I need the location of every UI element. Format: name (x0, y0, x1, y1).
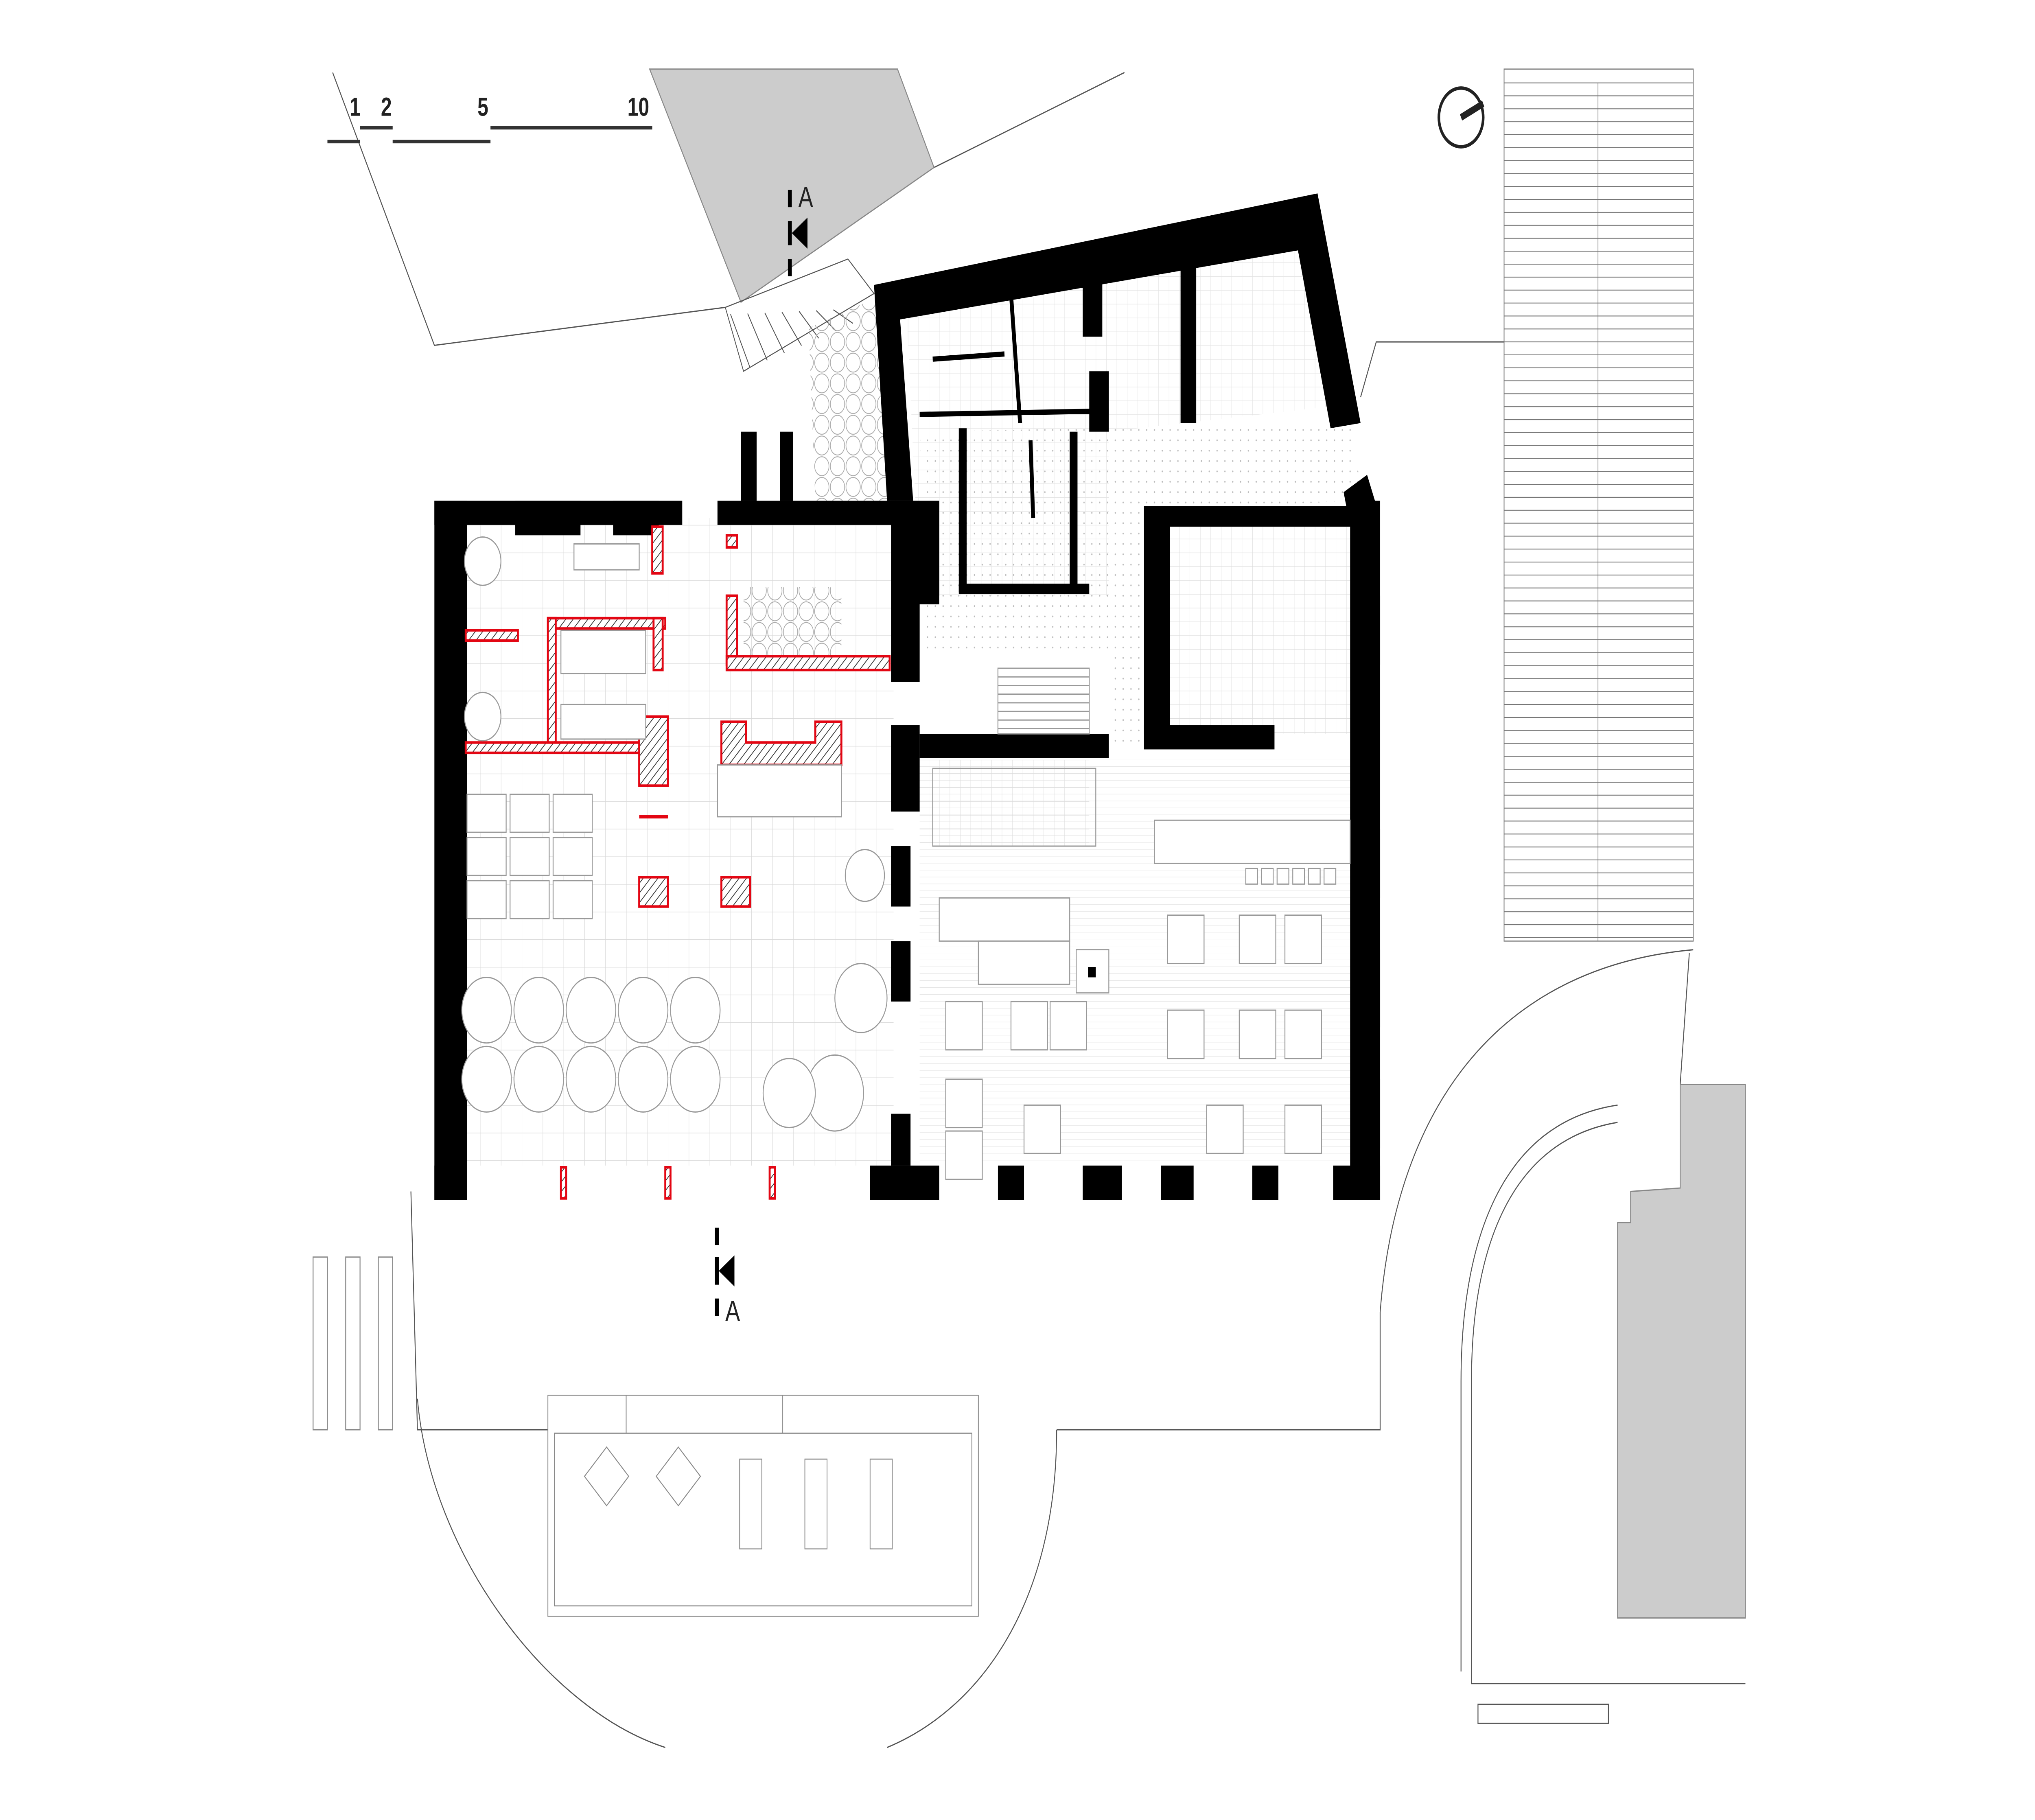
round-table (618, 976, 669, 1044)
exterior-stairs (1503, 68, 1694, 942)
dining-table (1284, 1009, 1322, 1059)
step-line (764, 312, 785, 354)
dining-table (1284, 914, 1322, 965)
round-table (670, 1046, 721, 1113)
dining-table (1010, 1001, 1048, 1051)
site-lines (332, 72, 1746, 1748)
floor-room-right (1167, 527, 1350, 734)
dining-table (1284, 1104, 1322, 1154)
dining-table (945, 1001, 983, 1051)
section-marker-icon (788, 190, 807, 276)
round-table (670, 976, 721, 1044)
bar-stool (1261, 868, 1274, 885)
storage-unit (466, 794, 507, 833)
bar-stool (1245, 868, 1258, 885)
dining-table (1167, 914, 1205, 965)
storage-unit (466, 837, 507, 876)
storage-unit (552, 794, 593, 833)
neighbour-building-right (1617, 1084, 1746, 1619)
scale-label-10: 10 (628, 92, 649, 121)
neighbour-building-top (649, 68, 935, 303)
floor-bar (919, 759, 1090, 847)
terrace-long-table (804, 1458, 828, 1550)
north-arrow-icon (1438, 86, 1485, 149)
terrace (547, 1394, 979, 1617)
round-table (565, 1046, 616, 1113)
dining-table (1050, 1001, 1087, 1051)
terrace-table (584, 1446, 630, 1507)
round-table (513, 1046, 564, 1113)
section-label-bottom: A (725, 1294, 740, 1327)
storage-unit (466, 880, 507, 919)
terrace-long-table (739, 1458, 762, 1550)
new-walls (464, 525, 891, 1200)
walls (434, 193, 1381, 1200)
terrace-long-table (869, 1458, 893, 1550)
section-label-top: A (799, 181, 814, 214)
dining-table (1023, 1104, 1061, 1154)
dining-table (1239, 914, 1276, 965)
benches (313, 1256, 393, 1431)
scale-bar (327, 126, 652, 144)
section-marker-icon (715, 1227, 735, 1316)
dining-table (945, 1130, 983, 1180)
floor-kitchen-pebbles (743, 587, 842, 656)
column (1088, 967, 1096, 978)
dining-table (1167, 1009, 1205, 1059)
storage-unit (510, 880, 550, 919)
round-table (461, 976, 512, 1044)
bar-stool (1324, 868, 1337, 885)
storage-unit (552, 880, 593, 919)
round-table (618, 1046, 669, 1113)
step-line (781, 311, 802, 346)
dining-table (945, 1078, 983, 1129)
scale-label-1: 1 (350, 92, 361, 121)
terrace-table (655, 1446, 701, 1507)
interior-partitions (919, 293, 1109, 518)
round-table (461, 1046, 512, 1113)
round-table (565, 976, 616, 1044)
step-line (747, 313, 768, 361)
scale-label-2: 2 (381, 92, 392, 121)
dining-table (1206, 1104, 1244, 1154)
storage-unit (552, 837, 593, 876)
bar-stool (1308, 868, 1321, 885)
dining-table (1239, 1009, 1276, 1059)
bar-stool (1276, 868, 1289, 885)
round-table (513, 976, 564, 1044)
scale-label-5: 5 (477, 92, 488, 121)
floor-entrance-pebbles (809, 293, 898, 501)
bar-stool (1292, 868, 1305, 885)
storage-unit (510, 837, 550, 876)
step-line (730, 314, 751, 368)
storage-unit (510, 794, 550, 833)
furniture (461, 536, 1351, 1180)
